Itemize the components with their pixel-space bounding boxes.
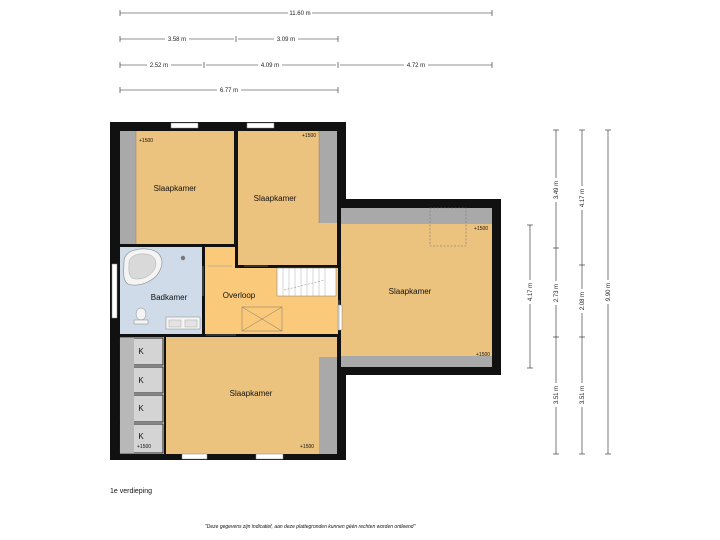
label-closet-2: K	[138, 376, 144, 385]
dim-label-3-58: 3.58 m	[168, 37, 186, 43]
roof-hatch	[241, 306, 283, 332]
roof-slope	[319, 131, 337, 223]
room-slaapkamer-bottom	[166, 337, 337, 454]
height-markers: +1500 +1500 +1500 +1500 +1500 +1500	[137, 133, 490, 450]
room-slaapkamer-east	[341, 207, 492, 367]
dim-label-6-77: 6.77 m	[220, 88, 238, 94]
dim-label-col2-b: 2.08 m	[580, 292, 586, 310]
window	[246, 122, 275, 129]
room-overloop	[205, 247, 338, 334]
label-closet-3: K	[138, 404, 144, 413]
height-marker: +1500	[474, 226, 488, 232]
floor-label: 1e verdieping	[110, 488, 153, 495]
label-slaapkamer-top-middle: Slaapkamer	[254, 194, 297, 203]
height-marker: +1500	[300, 444, 314, 450]
label-closet-1: K	[138, 347, 144, 356]
window	[337, 304, 343, 331]
top-dimensions	[119, 10, 493, 93]
roof-slope	[120, 131, 136, 244]
closets	[119, 337, 164, 454]
top-dimension-labels: 11.60 m 3.58 m 3.09 m 2.52 m 4.09 m 4.72…	[147, 9, 428, 94]
window	[111, 263, 118, 319]
dim-label-3-09: 3.09 m	[277, 37, 295, 43]
toilet	[135, 307, 147, 321]
roof-slope	[341, 356, 492, 367]
roof-slope	[341, 208, 492, 224]
room-slaapkamer-top-left	[120, 131, 234, 244]
label-overloop: Overloop	[223, 291, 256, 300]
shower-drain	[180, 255, 186, 261]
label-badkamer: Badkamer	[151, 293, 188, 302]
label-slaapkamer-top-left: Slaapkamer	[154, 184, 197, 193]
height-marker: +1500	[139, 138, 153, 144]
dim-label-4-09: 4.09 m	[261, 63, 279, 69]
dim-label-col1-a: 3.49 m	[554, 181, 560, 199]
room-badkamer	[120, 247, 202, 334]
dim-label-2-52: 2.52 m	[150, 63, 168, 69]
label-closet-4: K	[138, 432, 144, 441]
height-marker: +1500	[302, 133, 316, 139]
height-marker: +1500	[137, 444, 151, 450]
dim-label-4-72: 4.72 m	[407, 63, 425, 69]
disclaimer: "Deze gegevens zijn indicatief, aan deze…	[205, 524, 416, 530]
label-slaapkamer-bottom: Slaapkamer	[230, 389, 273, 398]
right-dimensions	[527, 129, 611, 455]
room-labels: Slaapkamer Slaapkamer Slaapkamer Slaapka…	[138, 184, 431, 441]
room-slaapkamer-top-middle	[238, 131, 337, 265]
dim-label-col0: 4.17 m	[528, 283, 534, 301]
staircase	[276, 267, 337, 297]
dim-label-col2-a: 4.17 m	[580, 189, 586, 207]
roof-slope	[319, 357, 337, 454]
doors	[202, 265, 340, 336]
dim-label-col1-c: 3.51 m	[554, 386, 560, 404]
dim-label-total: 11.60 m	[289, 11, 310, 17]
label-slaapkamer-east: Slaapkamer	[389, 287, 432, 296]
dim-label-col1-b: 2.73 m	[554, 284, 560, 302]
right-dimension-labels: 4.17 m 3.49 m 2.73 m 3.51 m 4.17 m 2.08 …	[526, 178, 612, 407]
skylight	[429, 207, 467, 247]
height-marker: +1500	[476, 352, 490, 358]
dim-label-col3: 9.90 m	[606, 283, 612, 301]
window	[255, 453, 284, 460]
windows	[111, 122, 343, 460]
window	[170, 122, 199, 129]
dim-label-col2-c: 3.51 m	[580, 386, 586, 404]
window	[181, 453, 208, 460]
